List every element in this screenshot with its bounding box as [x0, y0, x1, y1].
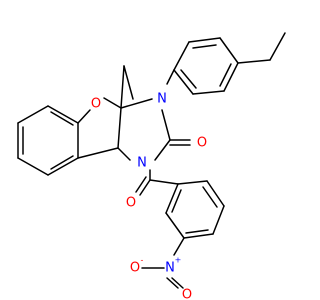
bond [269, 32, 286, 61]
bond [219, 37, 239, 64]
ether-oxygen-label: O [91, 97, 101, 112]
bond [171, 189, 182, 213]
amide-carbonyl-oxygen-label: O [126, 196, 136, 211]
bond [166, 69, 175, 85]
nitro-oxygen-double-label: O [182, 288, 192, 300]
bond [120, 98, 153, 109]
bond [120, 65, 125, 109]
bond [47, 157, 79, 176]
urea-carbonyl-oxygen-label: O [197, 136, 207, 151]
bond [223, 62, 239, 92]
bond [17, 157, 49, 176]
bond [173, 41, 190, 71]
nitro-nitrogen-label: N [165, 261, 175, 276]
bond [183, 233, 214, 239]
bond [192, 90, 225, 95]
bond [50, 111, 74, 126]
bond [219, 63, 232, 87]
ring-nitrogen-top-label: N [157, 92, 167, 107]
bond [149, 179, 179, 185]
bond [185, 229, 209, 234]
bond [202, 186, 218, 208]
bond [177, 180, 208, 185]
bond [166, 277, 179, 289]
bond [161, 109, 171, 141]
bond [192, 44, 217, 49]
bond [77, 147, 119, 159]
bond-layer [17, 32, 286, 289]
bond [237, 59, 271, 64]
nitro-oxygen-anion-charge: - [141, 256, 144, 265]
bond [139, 179, 151, 196]
nitro-oxygen-anion-label: O [130, 261, 140, 276]
bond [165, 183, 179, 214]
bond [173, 237, 185, 256]
chemical-structure: O N N O O N + O - O [17, 32, 286, 300]
bond [123, 65, 134, 100]
nitro-nitrogen-charge: + [175, 256, 182, 265]
bond [117, 147, 131, 161]
bond [165, 212, 185, 239]
bond [47, 105, 79, 124]
bond [154, 139, 171, 161]
atom-label-layer: O N N O O N + O - O [91, 92, 207, 300]
bond [171, 277, 184, 289]
bond [17, 105, 49, 124]
bond [117, 107, 122, 149]
bond [50, 155, 74, 170]
bond [173, 69, 194, 95]
bond [77, 109, 91, 124]
ring-nitrogen-lower-label: N [137, 156, 147, 171]
bond [180, 69, 197, 89]
bond [212, 205, 225, 235]
bond [188, 37, 221, 43]
bond [135, 176, 147, 193]
bond [103, 97, 122, 109]
bond [206, 180, 225, 207]
